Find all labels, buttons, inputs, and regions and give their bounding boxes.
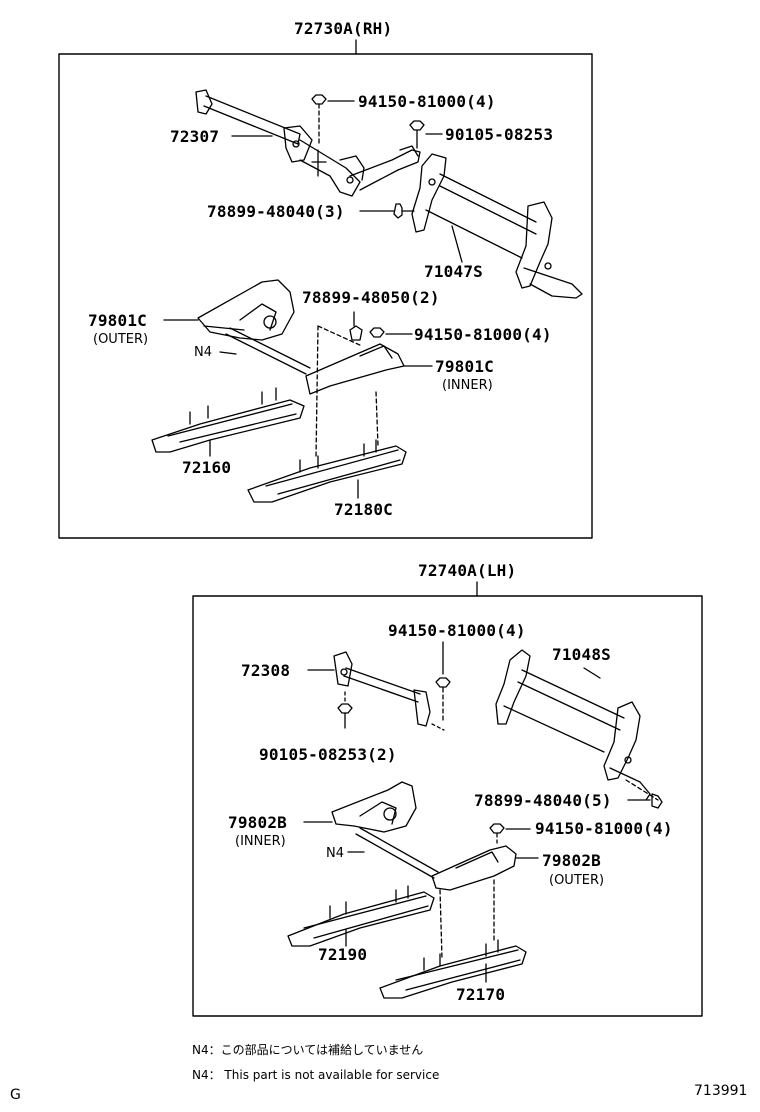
lh-label-bolt: 90105-08253(2) xyxy=(259,745,397,764)
nut-top-rh-drawing xyxy=(311,94,355,145)
rh-label-outer-note: (OUTER) xyxy=(93,332,149,347)
rh-assembly-title: 72730A(RH) xyxy=(294,19,393,38)
screw-rh-drawing xyxy=(359,203,415,219)
nut-mid-lh-drawing xyxy=(489,823,531,847)
lh-label-n4: N4 xyxy=(326,846,344,861)
part-72190-drawing xyxy=(287,885,435,947)
lh-label-rail-b: 72170 xyxy=(456,985,506,1004)
corner-letter: G xyxy=(10,1087,21,1103)
rh-label-nut-mid: 94150-81000(4) xyxy=(414,325,552,344)
note-japanese: N4：この部品については補給していません xyxy=(192,1043,424,1057)
lh-assembly-title: 72740A(LH) xyxy=(418,561,517,580)
screw2-rh-drawing xyxy=(349,311,363,341)
lh-label-nut-top: 94150-81000(4) xyxy=(388,621,526,640)
part-79802b-inner-drawing xyxy=(303,781,417,833)
lh-label-outer-cover: 79802B xyxy=(542,851,601,870)
part-72180c-drawing xyxy=(247,439,407,503)
nut-top-lh-drawing xyxy=(435,641,451,721)
lh-label-rail-a: 72190 xyxy=(318,945,368,964)
part-72170-drawing xyxy=(379,939,527,999)
part-71048s-drawing xyxy=(495,649,659,801)
lh-label-nut-mid: 94150-81000(4) xyxy=(535,819,673,838)
part-72307-drawing xyxy=(195,89,421,197)
rh-label-outer-cover: 79801C xyxy=(88,311,147,330)
bolt-lh-drawing xyxy=(337,691,353,729)
rh-label-rail-a: 72160 xyxy=(182,458,232,477)
lh-label-screw: 78899-48040(5) xyxy=(474,791,612,810)
rh-label-inner-note: (INNER) xyxy=(442,378,493,393)
part-79801c-outer-drawing xyxy=(163,279,295,341)
bolt-rh-drawing xyxy=(409,120,443,149)
n4-rod-lh-drawing xyxy=(347,827,439,879)
n4-rod-rh-drawing xyxy=(219,327,311,375)
lh-label-outer-note: (OUTER) xyxy=(549,873,605,888)
part-79802b-outer-drawing xyxy=(431,845,539,959)
rh-label-nut-top: 94150-81000(4) xyxy=(358,92,496,111)
part-79801c-inner-drawing xyxy=(305,325,433,459)
part-72308-drawing xyxy=(307,651,445,731)
rh-assembly-frame xyxy=(58,53,593,539)
rh-label-screw2: 78899-48050(2) xyxy=(302,288,440,307)
rh-label-rail-b: 72180C xyxy=(334,500,393,519)
rh-label-screw: 78899-48040(3) xyxy=(207,202,345,221)
part-71047s-drawing xyxy=(411,153,583,299)
rh-label-n4: N4 xyxy=(194,345,212,360)
rh-label-frame: 71047S xyxy=(424,262,483,281)
rh-label-72307: 72307 xyxy=(170,127,220,146)
lh-label-inner-cover: 79802B xyxy=(228,813,287,832)
diagram-id: 713991 xyxy=(694,1083,748,1099)
part-72160-drawing xyxy=(151,387,305,457)
lh-assembly-frame xyxy=(192,595,703,1017)
rh-label-bolt: 90105-08253 xyxy=(445,125,554,144)
note-english: N4： This part is not available for servi… xyxy=(192,1068,440,1082)
lh-label-72308: 72308 xyxy=(241,661,291,680)
lh-label-frame: 71048S xyxy=(552,645,611,664)
screw-lh-drawing xyxy=(627,793,663,809)
nut-mid-rh-drawing xyxy=(369,327,413,338)
lh-label-inner-note: (INNER) xyxy=(235,834,286,849)
rh-label-inner-cover: 79801C xyxy=(435,357,494,376)
